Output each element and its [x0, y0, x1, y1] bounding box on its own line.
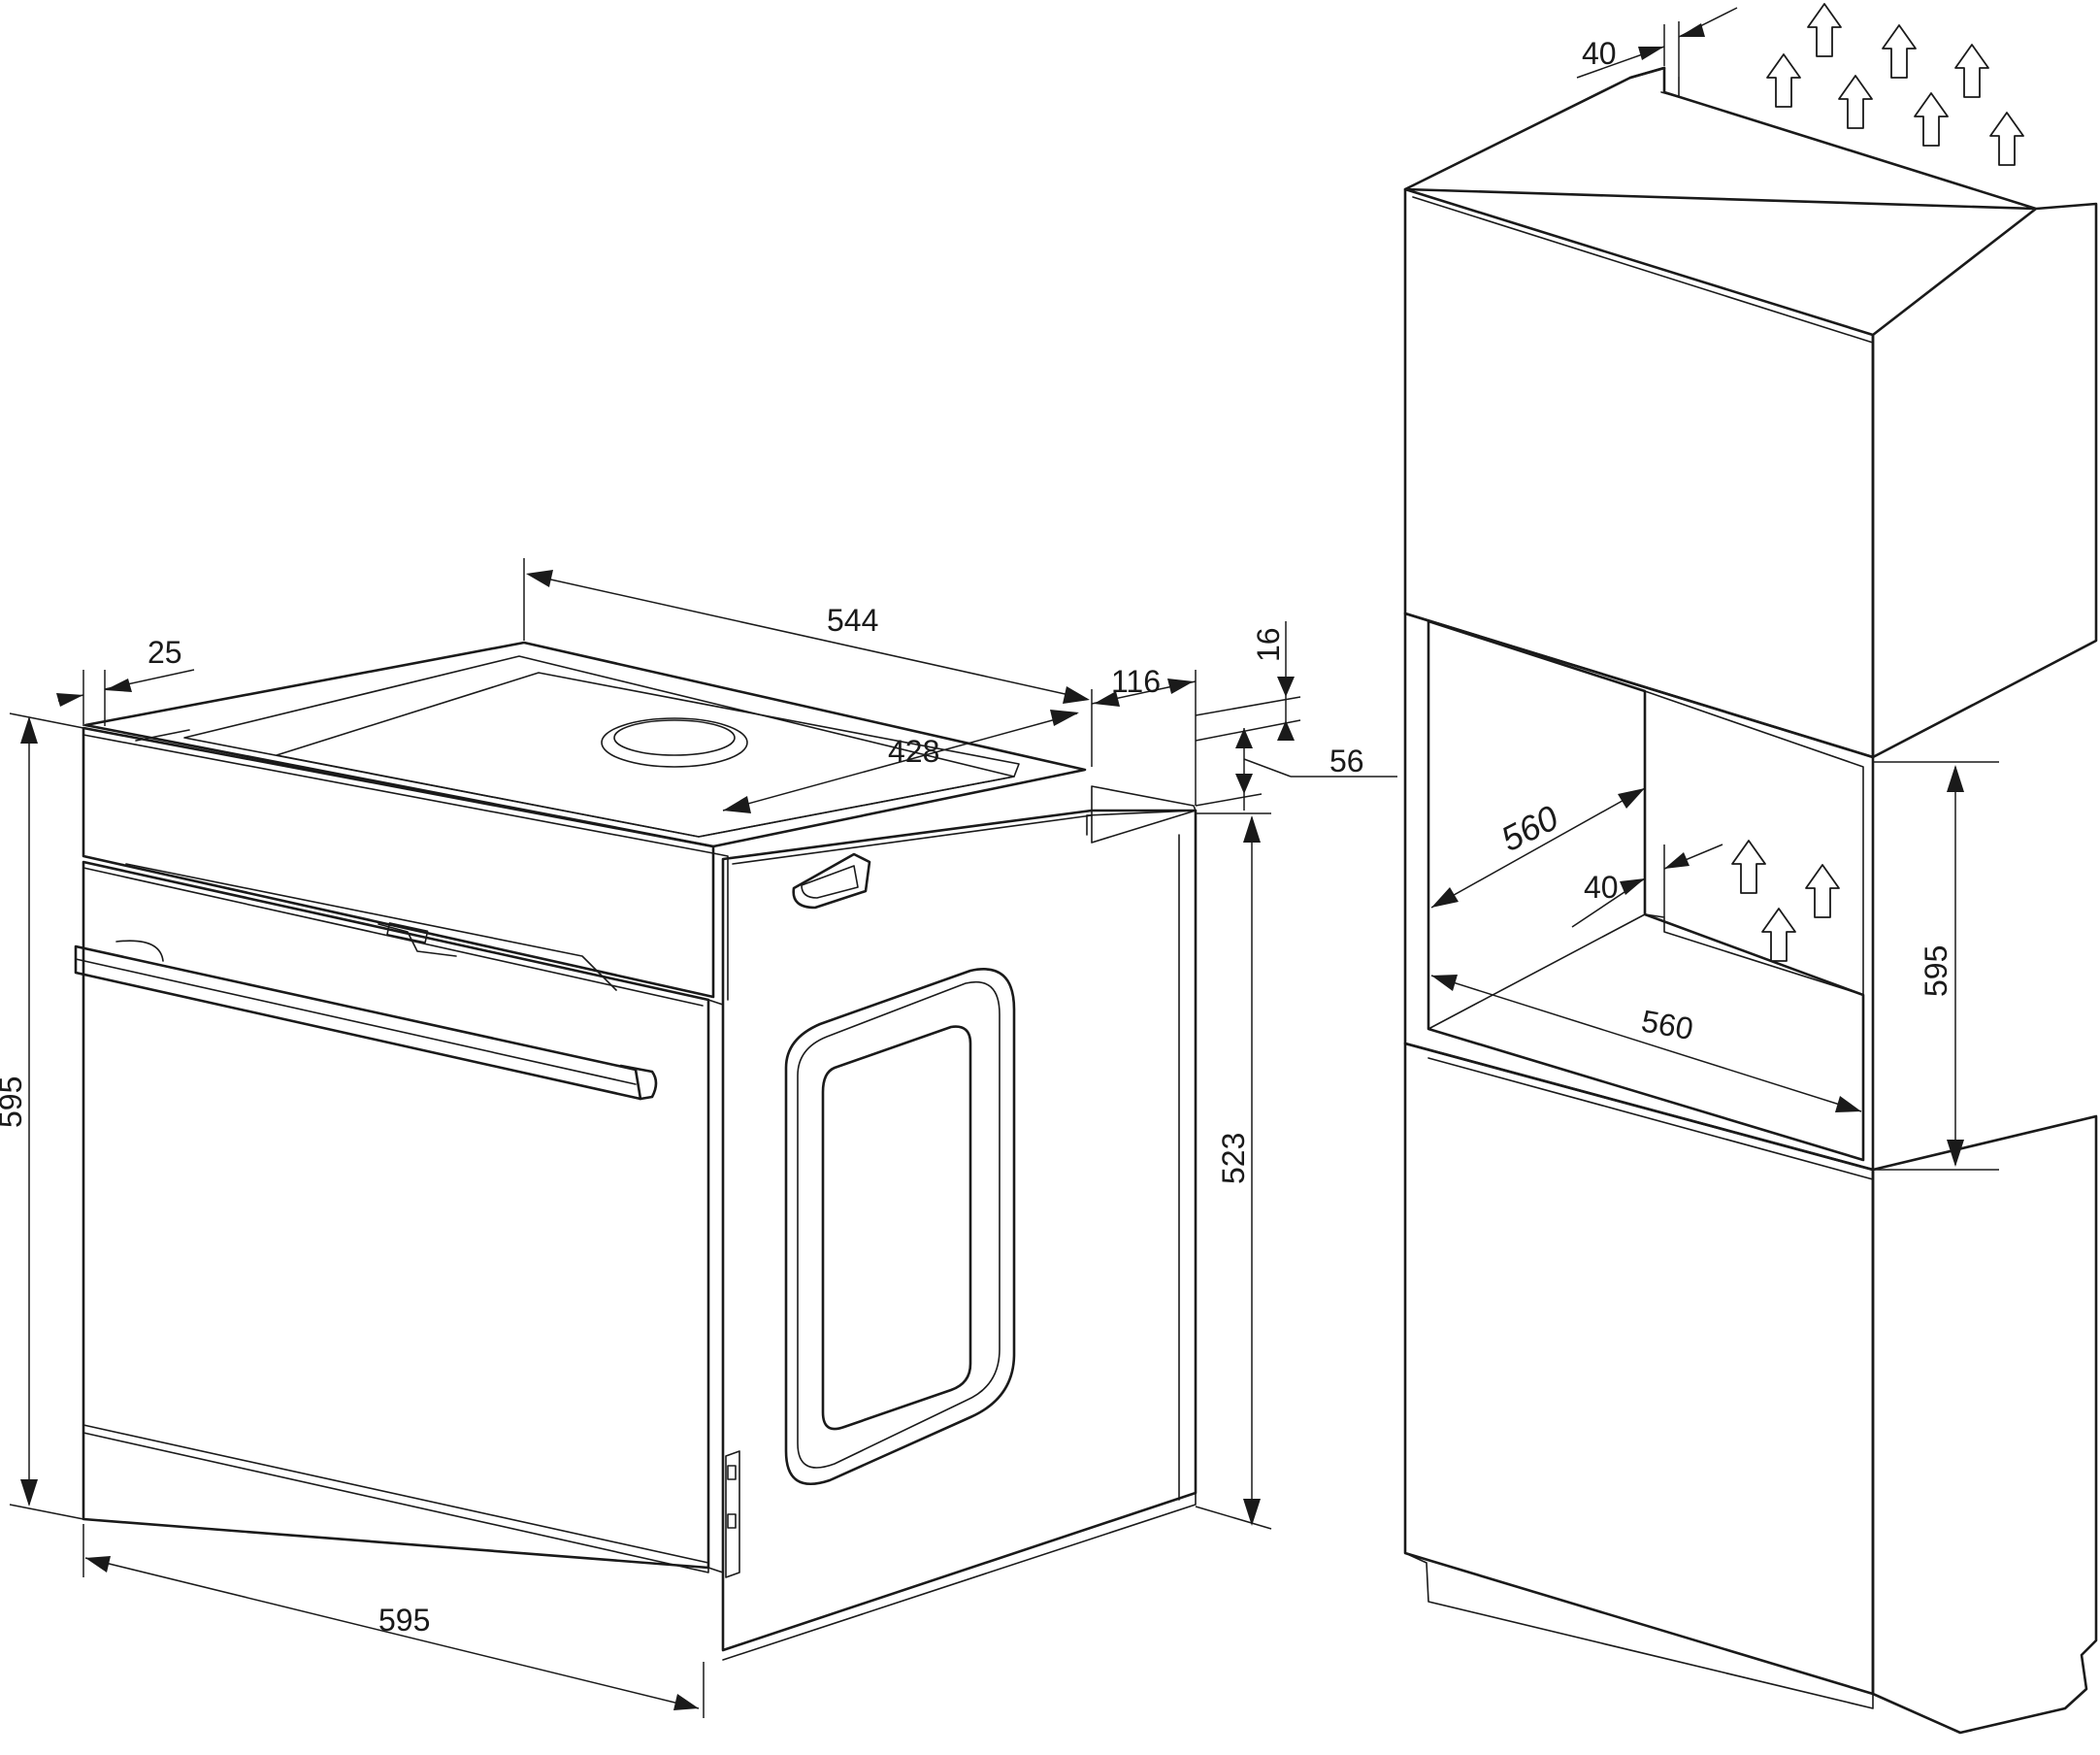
airflow-up-arrow-icon: [1805, 864, 1840, 918]
oven-control-panel: [82, 726, 729, 1001]
label-560-width: 560: [1639, 1003, 1696, 1046]
airflow-up-arrow-icon: [1761, 908, 1796, 962]
cabinet-upper: [1403, 66, 2098, 759]
dim-top-clearance: 16: [1195, 621, 1301, 742]
dim-top-vent-gap: 40: [1576, 7, 1738, 79]
label-56: 56: [1329, 744, 1364, 778]
oven-rear-step: [1091, 785, 1197, 844]
label-25: 25: [148, 635, 182, 670]
airflow-up-arrow-icon: [1731, 840, 1766, 894]
label-16: 16: [1251, 627, 1286, 662]
airflow-up-arrow-icon: [1954, 44, 1989, 98]
label-428: 428: [888, 734, 939, 769]
oven-rear-connector: [725, 1450, 740, 1578]
airflow-up-arrow-icon: [1838, 75, 1873, 129]
dim-overall-width: 595: [82, 1524, 705, 1718]
oven-drawing: [74, 641, 1198, 1661]
label-595-height: 595: [0, 1076, 28, 1128]
oven-handle: [74, 940, 658, 1101]
label-595-niche: 595: [1919, 945, 1953, 997]
dim-overall-height: 595: [0, 712, 84, 1520]
airflow-up-arrow-icon: [1914, 92, 1949, 147]
label-116: 116: [1111, 664, 1161, 699]
dim-overall-depth: 544: [523, 558, 1093, 767]
vent-arrows-niche: [1731, 840, 1840, 962]
dim-niche-width: 560: [1430, 975, 1862, 1112]
label-523: 523: [1216, 1133, 1251, 1184]
oven-dimensions: 544 25 428 116: [0, 558, 1397, 1718]
oven-side-window: [784, 968, 1016, 1486]
dim-body-height: 523: [1195, 812, 1272, 1530]
cabinet-dimensions: 40 560 40 560: [1430, 7, 1999, 1171]
dim-rear-step: 56: [1195, 728, 1397, 811]
oven-side-body: [721, 809, 1198, 1661]
label-595-width: 595: [378, 1603, 430, 1638]
airflow-up-arrow-icon: [1766, 53, 1801, 108]
airflow-up-arrow-icon: [1807, 3, 1842, 57]
label-560-depth: 560: [1494, 797, 1564, 859]
cabinet-niche: [1403, 612, 1875, 1172]
cabinet-lower: [1403, 1042, 2098, 1735]
label-544: 544: [827, 603, 878, 638]
dim-front-panel-thickness: 25: [56, 635, 195, 726]
dim-body-depth: 428: [722, 710, 1079, 813]
dim-rear-offset: 116: [1091, 664, 1197, 806]
dim-niche-height: 595: [1873, 761, 1999, 1171]
oven-door: [82, 860, 724, 1573]
airflow-up-arrow-icon: [1989, 112, 2024, 166]
airflow-up-arrow-icon: [1882, 24, 1917, 79]
label-40-top: 40: [1582, 36, 1617, 71]
vent-arrows-top: [1766, 3, 2024, 166]
dim-rear-vent-gap: 40: [1571, 844, 1723, 928]
label-40-niche: 40: [1584, 870, 1619, 905]
cabinet-drawing: [1403, 66, 2098, 1735]
